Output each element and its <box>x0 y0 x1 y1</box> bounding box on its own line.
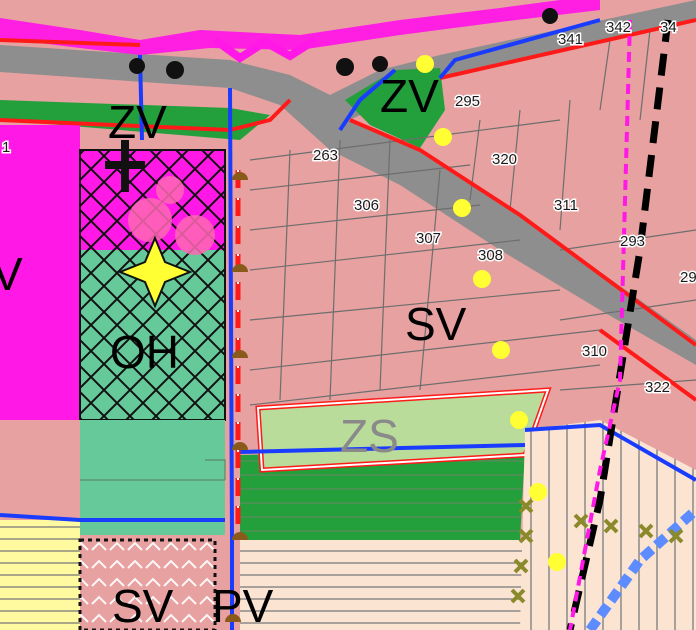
parcel-left-lower <box>0 420 80 520</box>
church-cross-icon <box>105 140 145 192</box>
blue-dashed-line <box>585 506 696 630</box>
zone-label-oh: OH <box>110 326 179 378</box>
parcel-number: 342 <box>606 19 631 36</box>
parcel-number: 306 <box>354 197 379 214</box>
parcel-number: 311 <box>554 197 578 214</box>
zone-label-left-partial: V <box>0 248 23 300</box>
parcel-number: 1 <box>2 139 10 156</box>
yellow-dot-markers <box>416 55 566 571</box>
zone-label-pv: PV <box>212 580 274 630</box>
tree-markers <box>225 172 248 622</box>
parcel-number: 320 <box>492 151 517 168</box>
parcel-boundaries <box>249 29 696 406</box>
magenta-dashed-line <box>568 19 632 630</box>
parcel-number: 310 <box>582 343 607 360</box>
civic-zone-left <box>0 125 80 420</box>
star-symbol-icon <box>117 235 193 309</box>
olive-x-markers <box>510 498 684 604</box>
zone-label-zs: ZS <box>340 410 399 462</box>
parcel-number: 293 <box>620 233 645 250</box>
parcel-number: 307 <box>416 230 441 247</box>
red-boundary-lines <box>0 18 696 402</box>
parcel-number: 263 <box>313 147 338 164</box>
zone-label-zv-center: ZV <box>380 70 439 122</box>
parcel-number: 34 <box>660 19 677 36</box>
zone-label-sv-main: SV <box>405 298 467 350</box>
parcel-number: 308 <box>478 247 503 264</box>
green-zone-zv-center <box>345 68 445 148</box>
parcel-number: 295 <box>455 93 480 110</box>
civic-strip-top <box>0 0 600 55</box>
parcel-number: 322 <box>645 379 670 396</box>
parcel-number: 29 <box>680 269 696 286</box>
zone-label-sv-bottom: SV <box>112 580 174 630</box>
zone-label-zv-left: ZV <box>108 96 167 148</box>
cemetery-zone-lower <box>80 420 225 535</box>
black-dot-markers <box>129 8 558 79</box>
parcel-number: 341 <box>558 31 583 48</box>
